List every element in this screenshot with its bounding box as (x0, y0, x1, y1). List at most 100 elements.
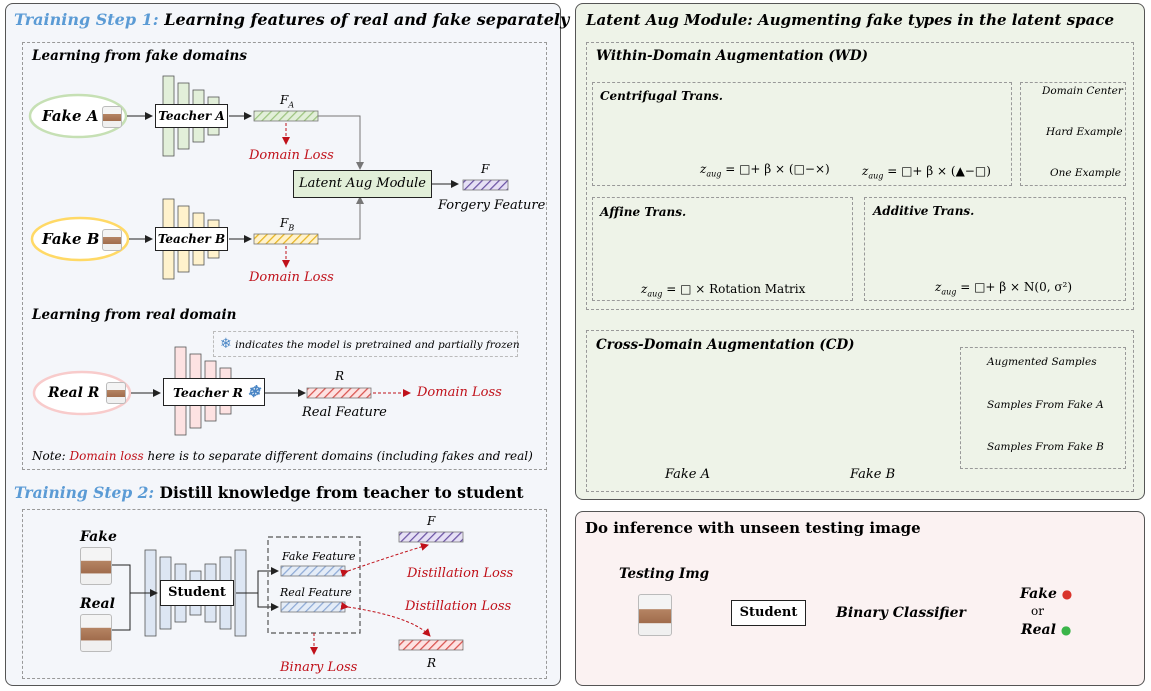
testing-img-label: Testing Img (619, 566, 710, 582)
fake-b-label: Fake B (42, 230, 100, 248)
legend-one: One Example (1050, 167, 1122, 179)
fa-feature-bar (253, 110, 319, 122)
teacher-r-bar (398, 639, 464, 651)
devil-icon: ● (1061, 587, 1073, 601)
aug-sub: aug (706, 169, 722, 179)
cd-title: Cross-Domain Augmentation (CD) (596, 337, 855, 353)
fake-b-face (102, 229, 122, 251)
eq-centrifugal-text: = □+ β × (□−×) (725, 162, 830, 176)
affine-label: Affine Trans. (600, 205, 687, 219)
eq-centrifugal: zaug = □+ β × (□−×) (700, 162, 830, 178)
teacher-a-box: Teacher A (155, 104, 228, 128)
binary-loss: Binary Loss (280, 660, 358, 675)
real-domain-heading: Learning from real domain (32, 307, 237, 323)
step2-heading: Distill knowledge from teacher to studen… (154, 483, 524, 502)
f-feature-bar (462, 179, 509, 191)
r-label: R (335, 369, 345, 383)
testing-face (638, 594, 672, 636)
domain-loss-b: Domain Loss (249, 270, 334, 285)
fb-label: FB (280, 216, 294, 232)
legend-fb: Samples From Fake B (987, 441, 1104, 453)
snowflake-icon: ❄ (246, 382, 261, 401)
z-letter: z (641, 282, 648, 296)
step1-box (22, 42, 547, 470)
result-fake: Fake ● (1020, 586, 1072, 602)
result-fake-text: Fake (1020, 586, 1057, 602)
z-letter: z (700, 162, 707, 176)
cd-legend-box (960, 347, 1126, 469)
latent-title: Latent Aug Module: Augmenting fake types… (586, 11, 1115, 29)
snowflake-icon-small: ❄ (220, 336, 232, 352)
domain-loss-a: Domain Loss (249, 148, 334, 163)
aug-sub: aug (647, 289, 663, 299)
r-feature-bar (306, 387, 372, 399)
step2-fake-label: Fake (80, 529, 117, 545)
cd-fake-a: Fake A (665, 467, 710, 482)
legend-hard: Hard Example (1046, 126, 1123, 138)
fa-letter: F (280, 93, 289, 107)
distill-loss-2: Distillation Loss (405, 599, 512, 614)
aug-sub: aug (868, 171, 884, 181)
step2-r-label: R (427, 656, 437, 670)
step1-heading: Learning features of real and fake separ… (158, 10, 671, 29)
frozen-note: ❄ indicates the model is pretrained and … (220, 336, 520, 352)
wd-title: Within-Domain Augmentation (WD) (596, 48, 868, 64)
eq-hard: zaug = □+ β × (▲−□) (862, 164, 991, 180)
additive-label: Additive Trans. (873, 204, 975, 218)
step2-title: Training Step 2: Distill knowledge from … (14, 483, 524, 502)
real-r-label: Real R (48, 385, 100, 401)
eq-additive: zaug = □+ β × N(0, σ²) (935, 280, 1072, 296)
student-box: Student (160, 580, 234, 606)
step2-f-label: F (427, 514, 436, 528)
latent-aug-panel (575, 3, 1145, 500)
smile-icon: ● (1060, 623, 1072, 637)
fake-a-label: Fake A (42, 107, 99, 125)
centrifugal-label: Centrifugal Trans. (600, 89, 723, 103)
step2-real-label: Real (80, 596, 115, 612)
inference-student-box: Student (731, 600, 806, 626)
forgery-feature-label: Forgery Feature (438, 198, 546, 213)
eq-affine-text: = □ × Rotation Matrix (666, 282, 806, 296)
real-feature-label: Real Feature (302, 405, 387, 420)
legend-aug: Augmented Samples (987, 356, 1097, 368)
fb-letter: F (280, 216, 289, 230)
inference-title: Do inference with unseen testing image (585, 519, 921, 537)
domain-note: Note: Domain loss here is to separate di… (32, 449, 533, 463)
distill-loss-1: Distillation Loss (407, 566, 514, 581)
teacher-b-box: Teacher B (155, 227, 228, 251)
frozen-note-text: indicates the model is pretrained and pa… (235, 339, 520, 351)
fb-feature-bar (253, 233, 319, 245)
fa-label: FA (280, 93, 294, 109)
inference-student-label: Student (739, 605, 798, 620)
domain-loss-r: Domain Loss (417, 385, 502, 400)
z-letter: z (862, 164, 869, 178)
teacher-f-bar (398, 531, 464, 543)
cd-fake-b: Fake B (850, 467, 896, 482)
z-letter: z (935, 280, 942, 294)
note-rest: here is to separate different domains (i… (143, 449, 533, 463)
step2-box (22, 509, 547, 679)
note-prefix: Note: (32, 449, 70, 463)
fake-domains-heading: Learning from fake domains (32, 48, 247, 64)
affine-box (592, 197, 853, 301)
result-or: or (1031, 604, 1044, 618)
fake-a-face (102, 106, 122, 128)
additive-box (864, 197, 1126, 301)
legend-fa: Samples From Fake A (987, 399, 1104, 411)
eq-additive-text: = □+ β × N(0, σ²) (960, 280, 1073, 294)
frozen-note-box (213, 331, 518, 357)
teacher-a-label: Teacher A (158, 109, 225, 123)
step2-real-face (80, 614, 112, 652)
wd-box (586, 42, 1134, 310)
result-real: Real ● (1021, 622, 1071, 638)
eq-affine: zaug = □ × Rotation Matrix (641, 282, 805, 298)
centrifugal-box (592, 82, 1012, 186)
step2-fake-face (80, 547, 112, 585)
teacher-r-label: Teacher R (173, 385, 243, 400)
latent-aug-box: Latent Aug Module (293, 170, 432, 198)
real-feature-label2: Real Feature (280, 586, 352, 599)
eq-hard-text: = □+ β × (▲−□) (887, 164, 991, 178)
f-label: F (481, 162, 490, 176)
student-label: Student (168, 585, 226, 600)
fake-feature-label: Fake Feature (282, 550, 356, 563)
